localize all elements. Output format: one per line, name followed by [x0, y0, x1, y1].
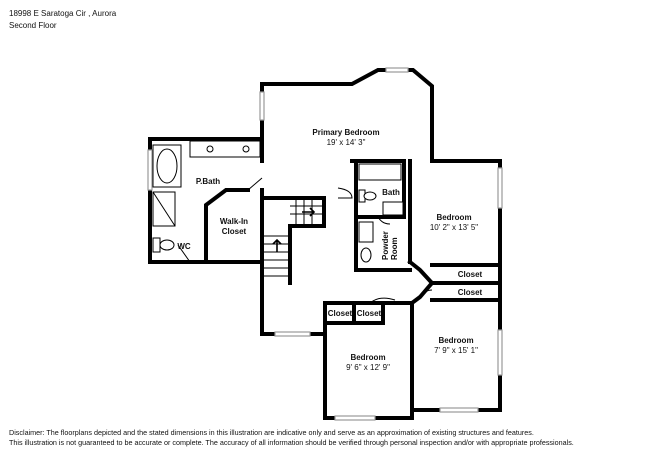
room-name: Powder: [381, 231, 390, 260]
toilet-icon: [360, 247, 372, 263]
room-name: Closet: [458, 288, 483, 297]
fixtures: [152, 140, 404, 263]
arrow-right-icon: [302, 207, 316, 217]
windows: [147, 67, 503, 421]
room-name: Walk-In: [220, 217, 248, 226]
bathtub-basin: [156, 148, 178, 184]
window: [385, 67, 409, 73]
room-name: Bedroom: [350, 353, 385, 362]
door: [377, 216, 391, 225]
room-dimensions: 7' 9" x 15' 1": [434, 346, 478, 355]
door: [247, 177, 263, 191]
arrow-up-icon: [272, 238, 282, 252]
window: [497, 329, 503, 376]
room-name: Closet: [357, 309, 382, 318]
toilet-icon: [159, 239, 175, 251]
room-name: Closet: [328, 309, 353, 318]
toilet-tank: [152, 237, 161, 253]
room-name: Closet: [222, 227, 247, 236]
window: [259, 91, 265, 121]
sink-icon: [358, 221, 374, 243]
room-dimensions: 9' 6" x 12' 9": [346, 363, 390, 372]
vanity: [189, 140, 261, 158]
door: [177, 244, 191, 263]
room-name: Primary Bedroom: [312, 128, 379, 137]
window: [497, 167, 503, 209]
sink-icon: [206, 145, 214, 153]
door: [369, 297, 396, 304]
property-address: 18998 E Saratoga Cir , Aurora: [9, 9, 117, 18]
room-name: Closet: [458, 270, 483, 279]
window: [439, 407, 479, 413]
room-dimensions: 10' 2" x 13' 5": [430, 223, 478, 232]
room-name: Bedroom: [438, 336, 473, 345]
door: [337, 187, 353, 199]
bathtub-icon: [358, 163, 402, 181]
window: [147, 149, 153, 191]
window: [274, 331, 311, 337]
interior-walls: [204, 159, 502, 325]
door: [419, 289, 433, 298]
doors: [177, 177, 433, 304]
room-name: Bedroom: [436, 213, 471, 222]
room-name: Room: [390, 237, 399, 260]
disclaimer-line-2: This illustration is not guaranteed to b…: [9, 438, 574, 447]
disclaimer-line-1: Disclaimer: The floorplans depicted and …: [9, 428, 534, 437]
room-name: P.Bath: [196, 177, 220, 186]
room-name: Bath: [382, 188, 400, 197]
floor-label: Second Floor: [9, 21, 57, 30]
staircase: [264, 198, 324, 277]
room-dimensions: 19' x 14' 3": [327, 138, 366, 147]
sink-icon: [382, 201, 404, 216]
window: [334, 415, 376, 421]
exterior-walls: [148, 68, 502, 420]
sink-icon: [242, 145, 250, 153]
toilet-icon: [363, 191, 377, 201]
room-name: WC: [177, 242, 191, 251]
